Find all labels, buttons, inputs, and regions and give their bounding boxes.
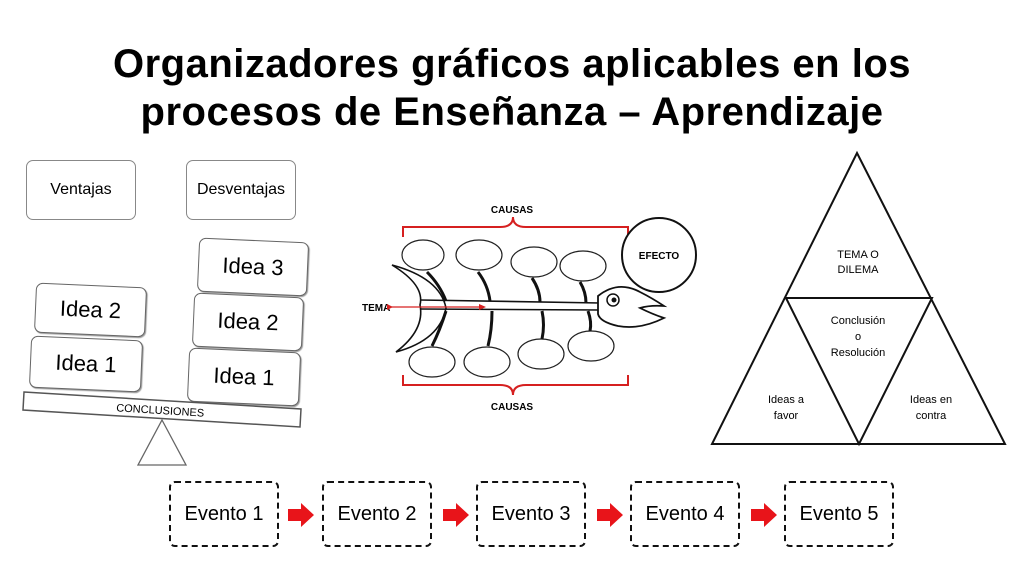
theme-label: TEMA <box>362 303 390 314</box>
event-box: Evento 3 <box>476 481 586 547</box>
right-arrow-icon <box>443 503 469 527</box>
arrow-shape <box>751 503 777 527</box>
right-arrow-icon <box>751 503 777 527</box>
fish-bone <box>578 281 588 304</box>
page-title: Organizadores gráficos aplicables en los… <box>0 40 1024 136</box>
arrow-shape <box>443 503 469 527</box>
triangle-center-line: Conclusión <box>831 315 885 327</box>
cause-oval <box>517 338 565 370</box>
fish-bone <box>476 271 492 302</box>
triangle-center-line: Resolución <box>831 347 885 359</box>
disadvantages-header-label: Desventajas <box>196 181 286 198</box>
triangle-inner <box>784 297 934 447</box>
bottom-brace <box>402 375 629 396</box>
event-box: Evento 2 <box>322 481 432 547</box>
fish-bone <box>425 270 448 302</box>
fish-bone <box>486 310 494 347</box>
advantages-header: Ventajas <box>26 160 136 220</box>
title-line-2: procesos de Enseñanza – Aprendizaje <box>140 90 884 134</box>
arrow-shape <box>597 503 623 527</box>
triangle-left-line: Ideas a <box>768 394 805 406</box>
fish-bone <box>540 310 545 340</box>
title-line-1: Organizadores gráficos aplicables en los <box>112 42 912 86</box>
event-box: Evento 1 <box>169 481 279 547</box>
event-label: Evento 3 <box>491 502 571 525</box>
theme-arrow-head <box>479 304 486 310</box>
event-box: Evento 5 <box>784 481 894 547</box>
event-label: Evento 2 <box>337 502 417 525</box>
triangle-right-line: Ideas en <box>910 394 952 406</box>
right-arrow-icon <box>597 503 623 527</box>
triangle-left-line: favor <box>774 410 799 422</box>
event-box: Evento 4 <box>630 481 740 547</box>
balance-beam <box>22 391 302 428</box>
top-brace <box>402 216 629 237</box>
fulcrum-triangle <box>136 418 188 466</box>
triangle-right-line: contra <box>916 410 947 422</box>
fish-bone <box>586 310 593 332</box>
arrow-shape <box>288 503 314 527</box>
cause-oval <box>559 250 607 282</box>
triangle-top-line: TEMA O <box>837 249 879 261</box>
right-arrow-icon <box>288 503 314 527</box>
cause-oval <box>463 346 511 378</box>
fish-bone <box>430 310 448 347</box>
effect-circle <box>621 217 697 293</box>
effect-label: EFECTO <box>639 251 680 262</box>
event-label: Evento 4 <box>645 502 725 525</box>
cause-oval <box>408 346 456 378</box>
cause-oval <box>401 239 445 271</box>
fish-bone <box>530 277 542 303</box>
causes-top-label: CAUSAS <box>491 205 534 216</box>
theme-arrow-head <box>387 304 393 310</box>
event-label: Evento 5 <box>799 502 879 525</box>
event-label: Evento 1 <box>184 502 264 525</box>
fish-tail <box>391 264 447 353</box>
advantages-header-label: Ventajas <box>50 181 112 198</box>
causes-bottom-label: CAUSAS <box>491 402 534 413</box>
conclusions-label: CONCLUSIONES <box>116 402 205 419</box>
triangle-center-line: o <box>855 331 861 343</box>
cause-oval <box>455 239 503 271</box>
disadvantages-header: Desventajas <box>186 160 296 220</box>
fish-spine <box>419 299 601 311</box>
fish-pupil <box>611 297 617 303</box>
triangle-top-line: DILEMA <box>838 264 880 276</box>
cause-oval <box>510 246 558 278</box>
